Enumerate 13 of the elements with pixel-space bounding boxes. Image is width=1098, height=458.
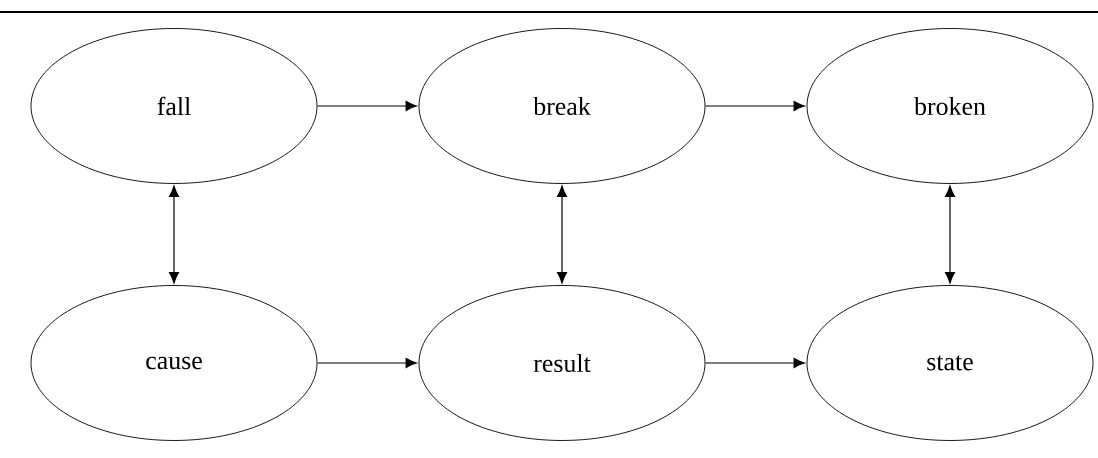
- arrow: [704, 358, 805, 368]
- ellipse-node: broken: [806, 28, 1094, 184]
- arrow: [169, 185, 179, 284]
- arrow: [557, 185, 567, 284]
- ellipse-node: fall: [30, 28, 318, 184]
- ellipse-node: break: [418, 28, 706, 184]
- ellipse-node: result: [418, 285, 706, 441]
- arrow: [704, 101, 805, 111]
- arrow: [316, 358, 417, 368]
- arrow: [316, 101, 417, 111]
- ellipse-node: cause: [30, 285, 318, 441]
- ellipse-node: state: [806, 285, 1094, 441]
- arrow: [945, 185, 955, 284]
